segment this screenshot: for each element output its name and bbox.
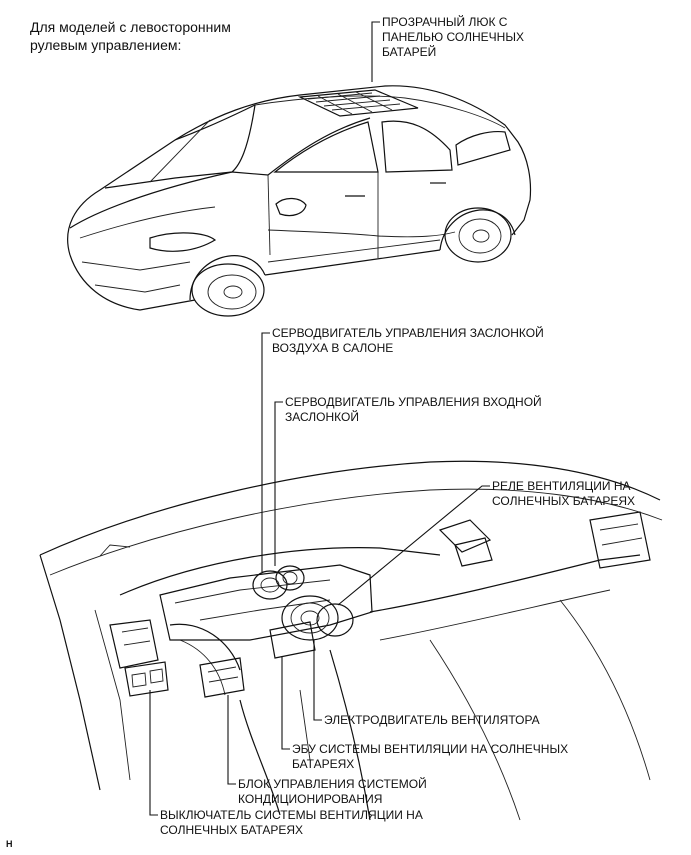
label-solar-roof-line-3: БАТАРЕЙ [382, 45, 437, 59]
label-solar-roof-line-2: ПАНЕЛЬЮ СОЛНЕЧНЫХ [382, 30, 524, 44]
label-inlet-servo-line-2: ЗАСЛОНКОЙ [285, 410, 359, 424]
car-drawing [67, 85, 532, 317]
label-ac-control-line-1: БЛОК УПРАВЛЕНИЯ СИСТЕМОЙ [238, 777, 427, 791]
leader-lines [149, 21, 490, 816]
label-air-mix-servo-line-1: СЕРВОДВИГАТЕЛЬ УПРАВЛЕНИЯ ЗАСЛОНКОЙ [272, 326, 544, 340]
label-ac-control: БЛОК УПРАВЛЕНИЯ СИСТЕМОЙ КОНДИЦИОНИРОВАН… [238, 777, 427, 807]
label-solar-switch-line-1: ВЫКЛЮЧАТЕЛЬ СИСТЕМЫ ВЕНТИЛЯЦИИ НА [160, 808, 423, 822]
label-solar-ecu: ЭБУ СИСТЕМЫ ВЕНТИЛЯЦИИ НА СОЛНЕЧНЫХ БАТА… [292, 742, 568, 772]
dashboard-drawing [39, 460, 663, 821]
label-solar-relay-line-1: РЕЛЕ ВЕНТИЛЯЦИИ НА [492, 479, 631, 493]
label-air-mix-servo-line-2: ВОЗДУХА В САЛОНЕ [272, 341, 394, 355]
label-blower-motor: ЭЛЕКТРОДВИГАТЕЛЬ ВЕНТИЛЯТОРА [324, 713, 540, 728]
label-inlet-servo: СЕРВОДВИГАТЕЛЬ УПРАВЛЕНИЯ ВХОДНОЙ ЗАСЛОН… [285, 395, 542, 425]
label-ac-control-line-2: КОНДИЦИОНИРОВАНИЯ [238, 792, 383, 806]
caption-line-2: рулевым управлением: [30, 37, 182, 53]
label-solar-roof-line-1: ПРОЗРАЧНЫЙ ЛЮК С [382, 15, 508, 29]
label-solar-switch: ВЫКЛЮЧАТЕЛЬ СИСТЕМЫ ВЕНТИЛЯЦИИ НА СОЛНЕЧ… [160, 808, 423, 838]
label-solar-switch-line-2: СОЛНЕЧНЫХ БАТАРЕЯХ [160, 823, 304, 837]
label-inlet-servo-line-1: СЕРВОДВИГАТЕЛЬ УПРАВЛЕНИЯ ВХОДНОЙ [285, 395, 542, 409]
label-blower-motor-line-1: ЭЛЕКТРОДВИГАТЕЛЬ ВЕНТИЛЯТОРА [324, 713, 540, 727]
label-solar-relay-line-2: СОЛНЕЧНЫХ БАТАРЕЯХ [492, 494, 636, 508]
label-solar-ecu-line-2: БАТАРЕЯХ [292, 757, 355, 771]
label-air-mix-servo: СЕРВОДВИГАТЕЛЬ УПРАВЛЕНИЯ ЗАСЛОНКОЙ ВОЗД… [272, 326, 544, 356]
label-solar-ecu-line-1: ЭБУ СИСТЕМЫ ВЕНТИЛЯЦИИ НА СОЛНЕЧНЫХ [292, 742, 569, 756]
corner-mark: H [6, 839, 13, 849]
label-solar-relay: РЕЛЕ ВЕНТИЛЯЦИИ НА СОЛНЕЧНЫХ БАТАРЕЯХ [492, 479, 635, 509]
diagram-caption: Для моделей с левосторонним рулевым упра… [30, 18, 231, 54]
label-solar-roof: ПРОЗРАЧНЫЙ ЛЮК С ПАНЕЛЬЮ СОЛНЕЧНЫХ БАТАР… [382, 15, 524, 60]
caption-line-1: Для моделей с левосторонним [30, 19, 231, 35]
